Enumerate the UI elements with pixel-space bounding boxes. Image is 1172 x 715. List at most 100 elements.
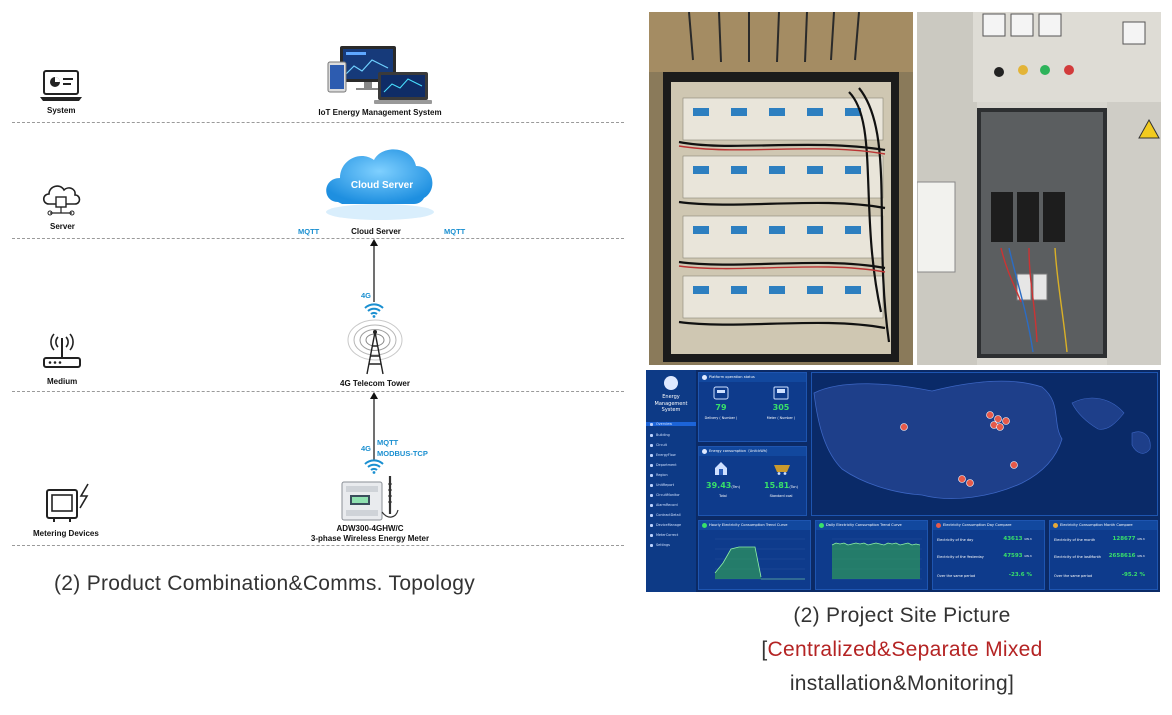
compare-icon bbox=[1053, 523, 1058, 528]
menu-icon bbox=[650, 483, 653, 487]
energy-icon bbox=[702, 449, 707, 454]
site-map-panel bbox=[811, 372, 1158, 516]
menu-icon bbox=[650, 523, 653, 527]
standard-coal-label: Standard coal bbox=[769, 494, 793, 498]
daily-trend-panel: Daily Electricity Consumption Trend Curv… bbox=[815, 520, 928, 590]
hourly-trend-panel: Hourly Electricity Consumption Trend Cur… bbox=[698, 520, 811, 590]
mqtt-lower-label: MQTT bbox=[377, 438, 399, 447]
user-avatar-icon bbox=[664, 376, 678, 390]
laptop-dashboard-icon bbox=[40, 70, 82, 101]
site-caption-line2: [Centralized&Separate Mixed bbox=[761, 638, 1043, 661]
wifi-signal-icon bbox=[364, 459, 384, 474]
hourly-trend-chart bbox=[714, 538, 805, 580]
menu-item-overview[interactable]: Overview bbox=[646, 422, 696, 426]
status-icon bbox=[702, 375, 707, 380]
topology-caption: (2) Product Combination&Comms. Topology bbox=[54, 572, 475, 595]
metering-monitor-icon bbox=[46, 483, 89, 522]
energy-meter-illustration bbox=[341, 476, 399, 521]
device-uplink-arrow bbox=[370, 392, 378, 461]
panel-header: Energy consumption（Unit:kWh） bbox=[699, 447, 806, 456]
layer-divider bbox=[12, 545, 624, 546]
tower-node-label: 4G Telecom Tower bbox=[340, 379, 410, 388]
layer-label-metering: Metering Devices bbox=[33, 529, 99, 538]
platform-status-panel: Platform operation status 79 Delivery ( … bbox=[698, 372, 807, 442]
standard-coal-value: 15.81(Ton) bbox=[764, 481, 798, 490]
menu-icon bbox=[650, 453, 653, 457]
layer-label-system: System bbox=[47, 106, 76, 115]
site-caption-line3: installation&Monitoring] bbox=[789, 672, 1015, 695]
delivery-label: Delivery ( Number ) bbox=[704, 416, 738, 420]
meter-icon bbox=[773, 386, 789, 400]
chart-icon bbox=[819, 523, 824, 528]
menu-item-department[interactable]: Department bbox=[650, 463, 677, 467]
menu-icon bbox=[650, 533, 653, 537]
chart-icon bbox=[702, 523, 707, 528]
menu-icon bbox=[650, 443, 653, 447]
meter-count: 305 bbox=[772, 403, 790, 412]
menu-item-unitreport[interactable]: UnitReport bbox=[650, 483, 674, 487]
menu-item-region[interactable]: Region bbox=[650, 473, 668, 477]
system-devices-illustration bbox=[327, 46, 432, 104]
cloud-server-illustration bbox=[326, 149, 434, 220]
dashboard-sidebar: Energy Management System Overview Buildi… bbox=[646, 370, 696, 592]
energy-dashboard-screenshot: Energy Management System Overview Buildi… bbox=[646, 370, 1160, 592]
site-caption-line1: (2) Project Site Picture bbox=[793, 604, 1011, 627]
meter-label: Meter ( Number ) bbox=[766, 416, 796, 420]
uplink-arrow bbox=[370, 239, 378, 302]
menu-icon bbox=[650, 463, 653, 467]
layer-label-medium: Medium bbox=[47, 377, 78, 386]
energy-consumption-panel: Energy consumption（Unit:kWh） 39.43(Ten) … bbox=[698, 446, 807, 516]
menu-icon bbox=[650, 513, 653, 517]
link-4g-upper-label: 4G bbox=[361, 291, 372, 300]
wireless-router-icon bbox=[43, 333, 81, 368]
system-node-label: IoT Energy Management System bbox=[318, 108, 442, 117]
cloud-server-icon bbox=[42, 185, 81, 216]
day-compare-row: Over the same period-23.6 % bbox=[937, 572, 1032, 578]
coal-cart-icon bbox=[774, 465, 790, 475]
cloud-node-label: Cloud Server bbox=[351, 227, 401, 236]
mqtt-right-label: MQTT bbox=[444, 227, 466, 236]
layer-divider bbox=[12, 238, 624, 239]
menu-item-energyflow[interactable]: EnergyFlow bbox=[650, 453, 676, 457]
delivery-count: 79 bbox=[715, 403, 727, 412]
compare-icon bbox=[936, 523, 941, 528]
menu-item-metercorrect[interactable]: MeterCorrect bbox=[650, 533, 678, 537]
panel-header: Electricity Consumption Day Compare bbox=[933, 521, 1044, 530]
menu-item-settings[interactable]: Settings bbox=[650, 543, 670, 547]
menu-item-alarmrecord[interactable]: AlarmRecord bbox=[650, 503, 678, 507]
meter-desc-label: 3-phase Wireless Energy Meter bbox=[310, 534, 430, 543]
cloud-badge-text: Cloud Server bbox=[350, 180, 414, 191]
menu-icon bbox=[650, 433, 653, 437]
layer-label-server: Server bbox=[50, 222, 75, 231]
wifi-signal-icon bbox=[364, 303, 384, 318]
panel-header: Platform operation status bbox=[699, 373, 806, 382]
menu-item-contractdetail[interactable]: ContractDetail bbox=[650, 513, 681, 517]
menu-icon bbox=[650, 493, 653, 497]
mqtt-left-label: MQTT bbox=[298, 227, 320, 236]
total-consumption-label: Total bbox=[719, 494, 727, 498]
menu-icon bbox=[650, 422, 653, 426]
layer-divider bbox=[12, 122, 624, 123]
menu-icon bbox=[650, 503, 653, 507]
menu-item-circuitmonitor[interactable]: CircuitMonitor bbox=[650, 493, 680, 497]
menu-item-building[interactable]: Building bbox=[650, 433, 670, 437]
menu-icon bbox=[650, 473, 653, 477]
dashboard-title: Energy Management System bbox=[654, 394, 688, 413]
panel-header: Daily Electricity Consumption Trend Curv… bbox=[816, 521, 927, 530]
meter-model-label: ADW300-4GHW/C bbox=[336, 524, 404, 533]
month-compare-row: Over the same period-95.2 % bbox=[1054, 572, 1145, 578]
menu-item-devicemanage[interactable]: DeviceManage bbox=[650, 523, 681, 527]
total-consumption-value: 39.43(Ten) bbox=[706, 481, 740, 490]
modbus-tcp-label: MODBUS-TCP bbox=[377, 449, 428, 458]
day-compare-panel: Electricity Consumption Day Compare Elec… bbox=[932, 520, 1045, 590]
layer-divider bbox=[12, 391, 624, 392]
china-site-map bbox=[812, 373, 1157, 515]
meter-cabinet-photo bbox=[649, 12, 913, 365]
menu-item-circuit[interactable]: Circuit bbox=[650, 443, 667, 447]
topology-diagram: System Server Medium Metering Devices bbox=[12, 46, 624, 595]
month-compare-panel: Electricity Consumption Month Compare El… bbox=[1049, 520, 1158, 590]
